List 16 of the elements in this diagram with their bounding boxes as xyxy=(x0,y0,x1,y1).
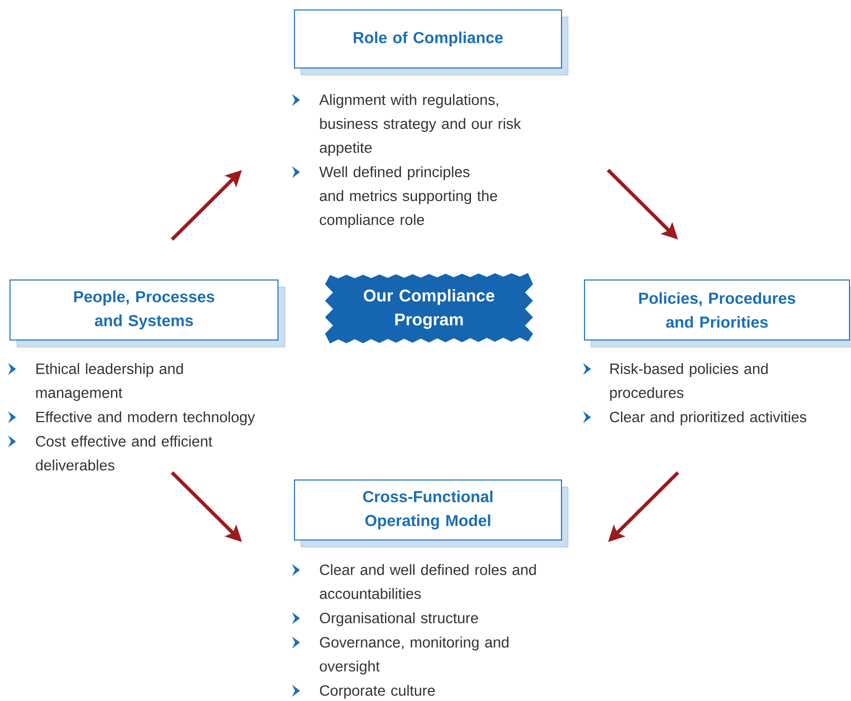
bullet-text: Clear and well defined roles and accountabilities xyxy=(320,564,536,599)
bullet-text: Corporate culture xyxy=(320,684,435,699)
bullet-text: Risk-based policies and procedures xyxy=(610,363,768,401)
bullet-text: Cost effective and efficient deliverables xyxy=(36,436,212,470)
banner: Our Compliance Program xyxy=(325,273,533,344)
bullet-text: Governance, monitoring and oversight xyxy=(320,636,508,674)
bullet-text: Organisational structure xyxy=(320,612,478,626)
bullet-text: Alignment with regulations, business strategy and our risk appetite xyxy=(319,94,522,156)
title-box: People, Processes and Systems xyxy=(10,280,286,348)
title-box: Policies, Procedures and Priorities xyxy=(584,280,851,348)
bullet-text: Effective and modern technology xyxy=(36,411,255,426)
bullet-text: Well defined principles and metrics supporting the compliance role xyxy=(319,166,498,228)
bullet-text: Ethical leadership and management xyxy=(36,363,183,401)
title-box: Role of Compliance xyxy=(294,10,568,76)
title-box: Cross-Functional Operating Model xyxy=(294,480,568,548)
bullet-text: Clear and prioritized activities xyxy=(610,411,806,426)
